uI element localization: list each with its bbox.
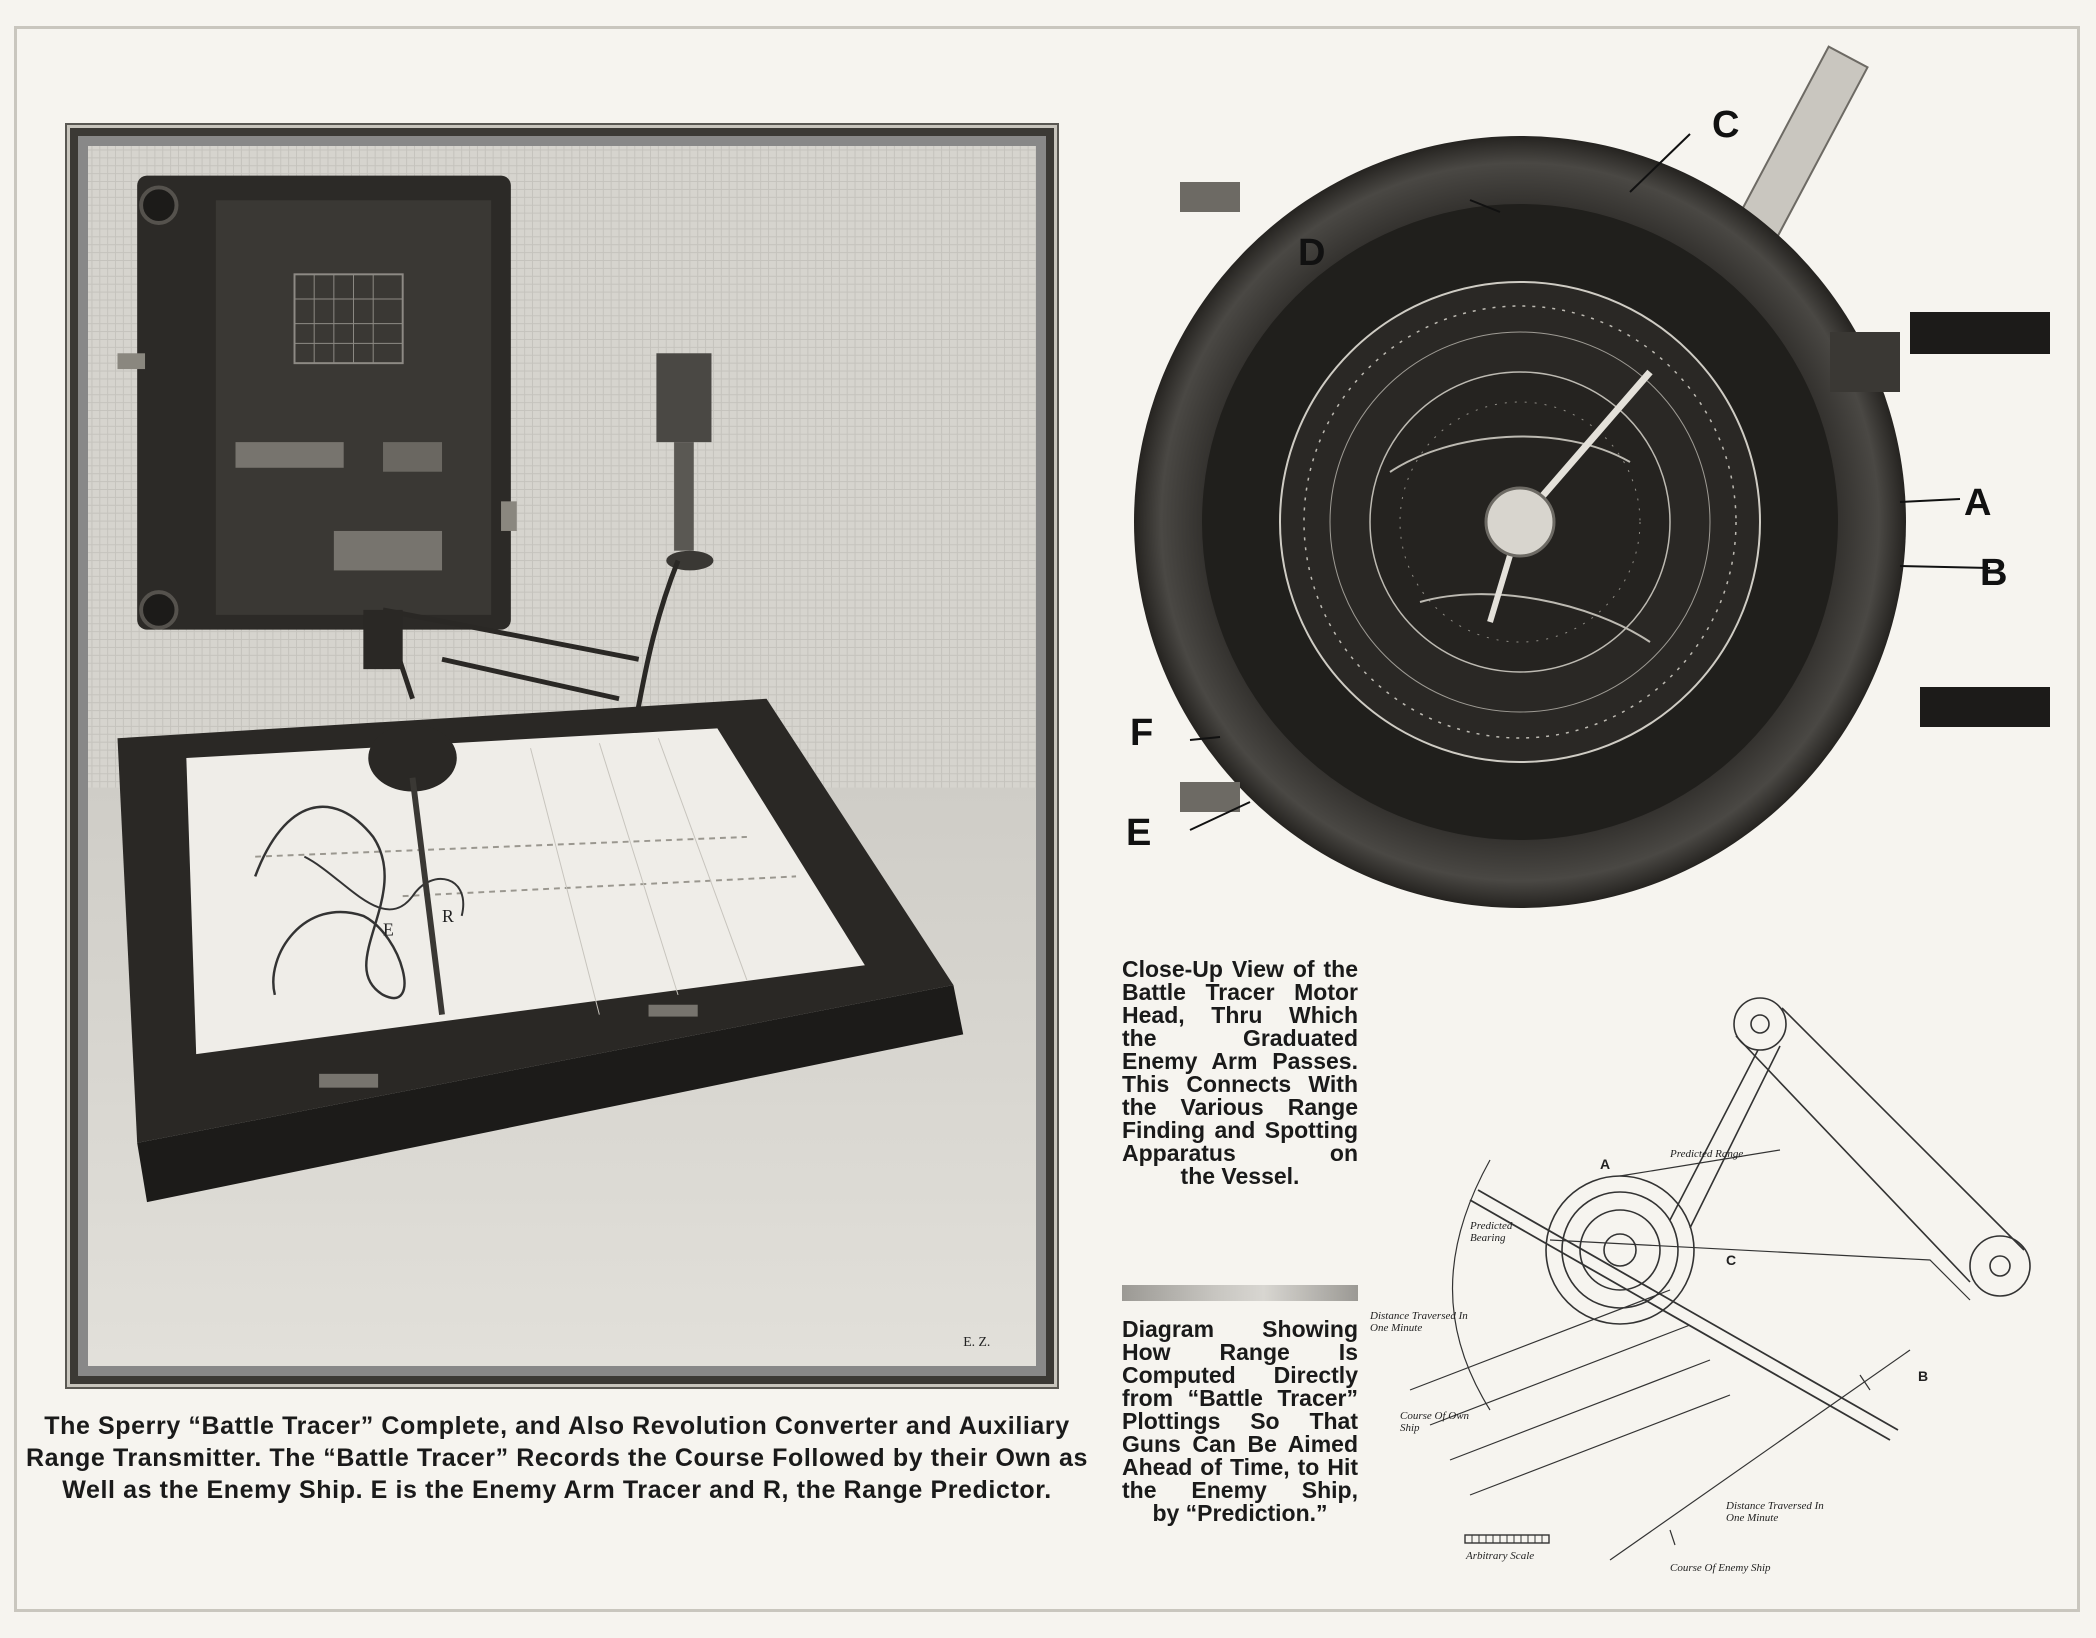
caption-diagram-last: by “Prediction.” [1152,1500,1328,1526]
diagram-distance-top: Distance Traversed In One Minute [1370,1310,1468,1334]
diagram-letter-a: A [1600,1156,1611,1172]
diagram-letter-c: C [1726,1252,1737,1268]
dial-label-b: B [1980,552,2008,594]
caption-closeup-body: Close-Up View of the Battle Tracer Motor… [1122,956,1358,1166]
photo-label-range: R [442,906,454,926]
caption-diagram-body: Diagram Showing How Range Is Computed Di… [1122,1316,1358,1503]
photo-signature: E. Z. [963,1334,990,1349]
battle-tracer-photo: R E E. Z. [70,128,1054,1384]
photo-inner: R E E. Z. [88,146,1036,1366]
battle-tracer-photo-drawing: R E E. Z. [88,146,1036,1366]
dial-label-c: C [1712,104,1740,146]
diagram-letter-b: B [1918,1368,1929,1384]
page-border [14,26,2080,1612]
diagram-course-own: Course Of Own Ship [1400,1410,1470,1434]
photo-label-enemy: E [383,920,394,940]
caption-closeup: Close-Up View of the Battle Tracer Motor… [1122,958,1358,1270]
range-diagram-drawing [1409,997,2031,1561]
tracer-board [117,607,964,1203]
caption-main: The Sperry “Battle Tracer” Complete, and… [26,1412,1088,1504]
diagram-course-enemy: Course Of Enemy Ship [1670,1562,1771,1574]
caption-diagram: Diagram Showing How Range Is Computed Di… [1122,1318,1358,1580]
motor-head-drawing [1134,45,2050,908]
caption-closeup-last: the Vessel. [1180,1163,1300,1189]
dial-label-a: A [1964,482,1992,524]
range-transmitter [616,353,714,789]
dial-label-d: D [1298,232,1326,274]
motor-head-photo: D C A B F E [1090,42,2050,942]
diagram-predicted-range: Predicted Range [1670,1148,1744,1160]
dial-label-f: F [1130,712,1154,754]
diagram-distance-bottom: Distance Traversed In One Minute [1726,1500,1824,1524]
diagram-arbitrary-scale: Arbitrary Scale [1466,1550,1535,1562]
caption-separator [1122,1285,1358,1301]
revolution-converter-box [117,175,517,630]
diagram-predicted-bearing: Predicted Bearing [1470,1220,1513,1244]
dial-label-e: E [1126,812,1152,854]
range-diagram: Predicted Range Predicted Bearing Distan… [1370,970,2090,1590]
